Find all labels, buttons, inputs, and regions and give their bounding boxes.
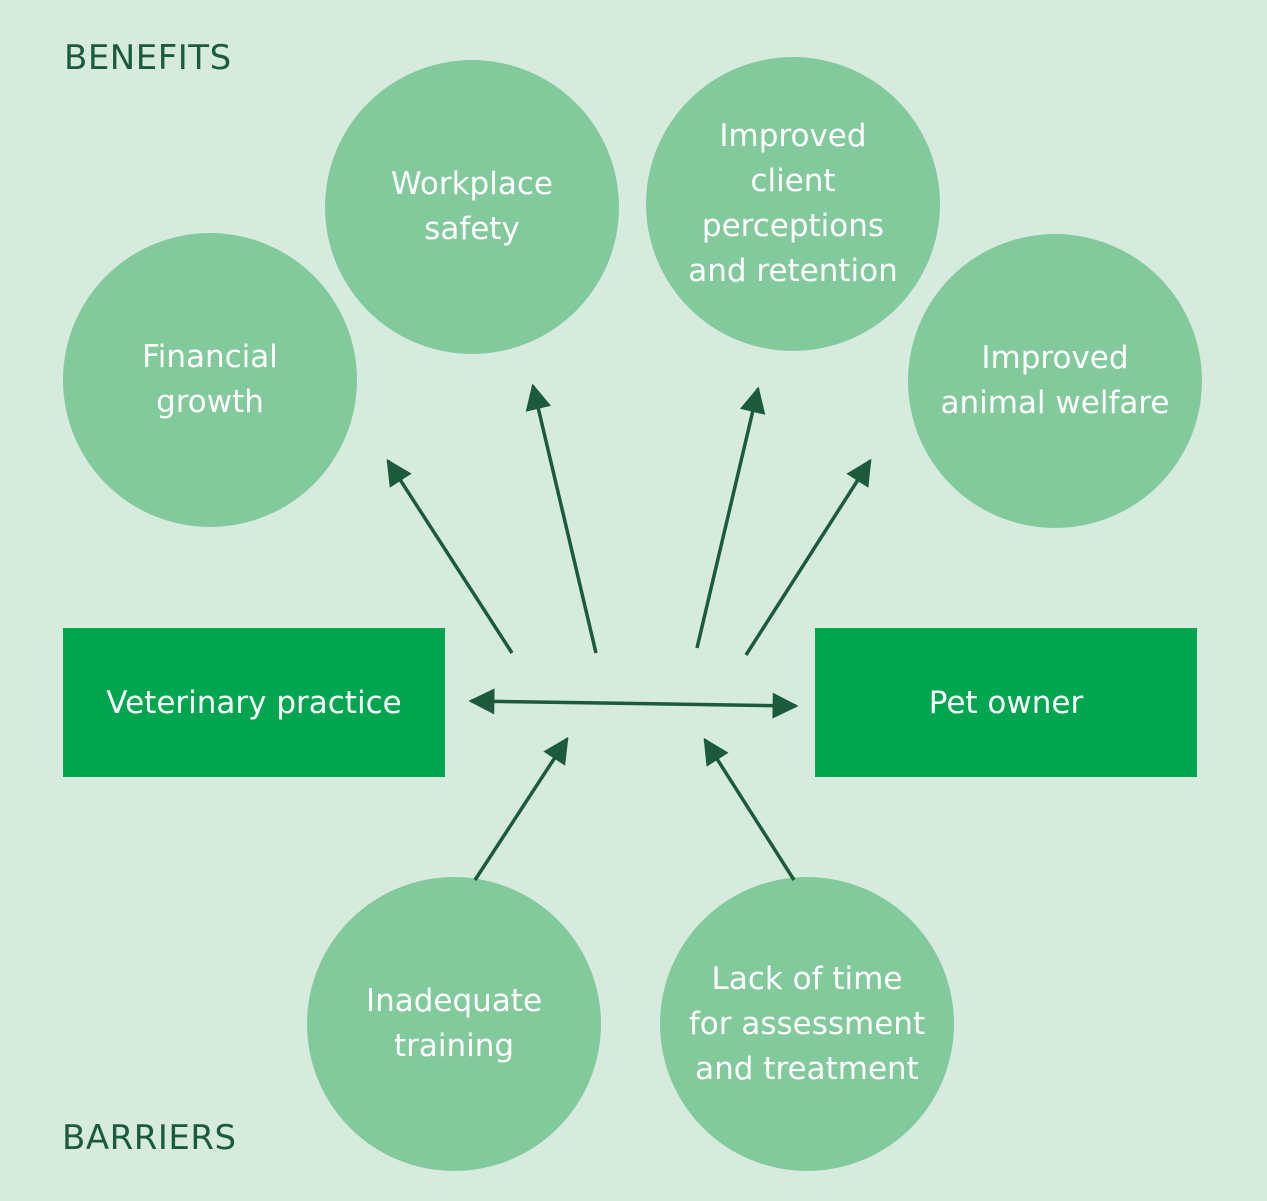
barrier-lack-of-time-text: Lack of time for assessment and treatmen… [688,960,926,1087]
arrow-to-animal-welfare [744,458,872,656]
barriers-heading: BARRIERS [62,1118,237,1158]
barrier-inadequate-training: Inadequate training [307,877,601,1171]
benefit-client-perceptions-text: Improved client perceptions and retentio… [688,118,898,289]
benefit-animal-welfare-text: Improved animal welfare [940,340,1170,421]
benefit-workplace-safety-text: Workplace safety [391,166,553,247]
benefit-financial-growth-text: Financial growth [142,339,278,420]
benefit-financial-growth: Financial growth [63,233,357,527]
pet-owner-label: Pet owner [928,684,1084,721]
pet-owner-box: Pet owner [815,628,1197,777]
veterinary-practice-label: Veterinary practice [106,684,402,721]
barrier-inadequate-training-text: Inadequate training [365,983,543,1064]
barrier-lack-of-time: Lack of time for assessment and treatmen… [660,877,954,1171]
arrow-to-client-perceptions [695,386,766,649]
relationship-arrow [468,688,799,719]
arrow-from-inadequate-training [473,736,569,881]
benefit-animal-welfare: Improved animal welfare [908,234,1202,528]
veterinary-practice-box: Veterinary practice [63,628,445,777]
benefit-client-perceptions: Improved client perceptions and retentio… [646,57,940,351]
arrow-to-workplace-safety [525,383,598,654]
benefit-workplace-safety: Workplace safety [325,60,619,354]
arrow-to-financial-growth [386,458,514,654]
benefits-heading: BENEFITS [64,38,232,78]
arrow-from-lack-of-time [703,737,796,881]
